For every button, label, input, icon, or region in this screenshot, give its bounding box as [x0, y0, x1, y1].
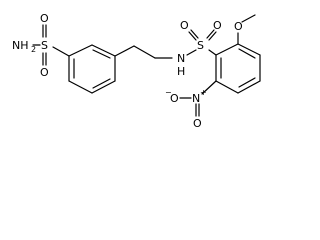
sulfonamide-s-label: S	[41, 39, 48, 52]
methoxy-group: O	[234, 14, 256, 45]
sulfonamide-group: S O O NH 2	[12, 12, 70, 79]
nitro-n-charge: +	[200, 88, 207, 97]
sulfonamide-o-top-label: O	[40, 12, 49, 25]
ethyl-linker	[114, 45, 173, 59]
sulfonamide-nh-label: NH	[12, 39, 29, 52]
right-benzene-ring	[215, 43, 261, 94]
linker-h-label: H	[177, 65, 185, 78]
sulfonamide-nh-subscript: 2	[31, 45, 36, 54]
linker-n-label: N	[177, 52, 185, 65]
nitro-o-bottom-label: O	[193, 117, 202, 130]
nitro-o-side-label: O	[170, 92, 179, 105]
structure-canvas: S O O NH 2 N H S O O	[12, 12, 261, 130]
nh-linker: N H	[177, 49, 197, 78]
nitro-o-charge: −	[165, 88, 172, 97]
sulfonamide-o-bottom-label: O	[40, 66, 49, 79]
nitro-group: N + O O −	[165, 80, 217, 130]
methoxy-o-label: O	[234, 20, 243, 33]
sulfonyl-s-label: S	[197, 39, 204, 52]
sulfonyl-group: S O O	[180, 19, 222, 56]
sulfonyl-o-right-label: O	[213, 19, 222, 32]
sulfonyl-o-left-label: O	[180, 19, 189, 32]
left-benzene-ring	[68, 44, 116, 94]
nitro-n-label: N	[192, 92, 200, 105]
